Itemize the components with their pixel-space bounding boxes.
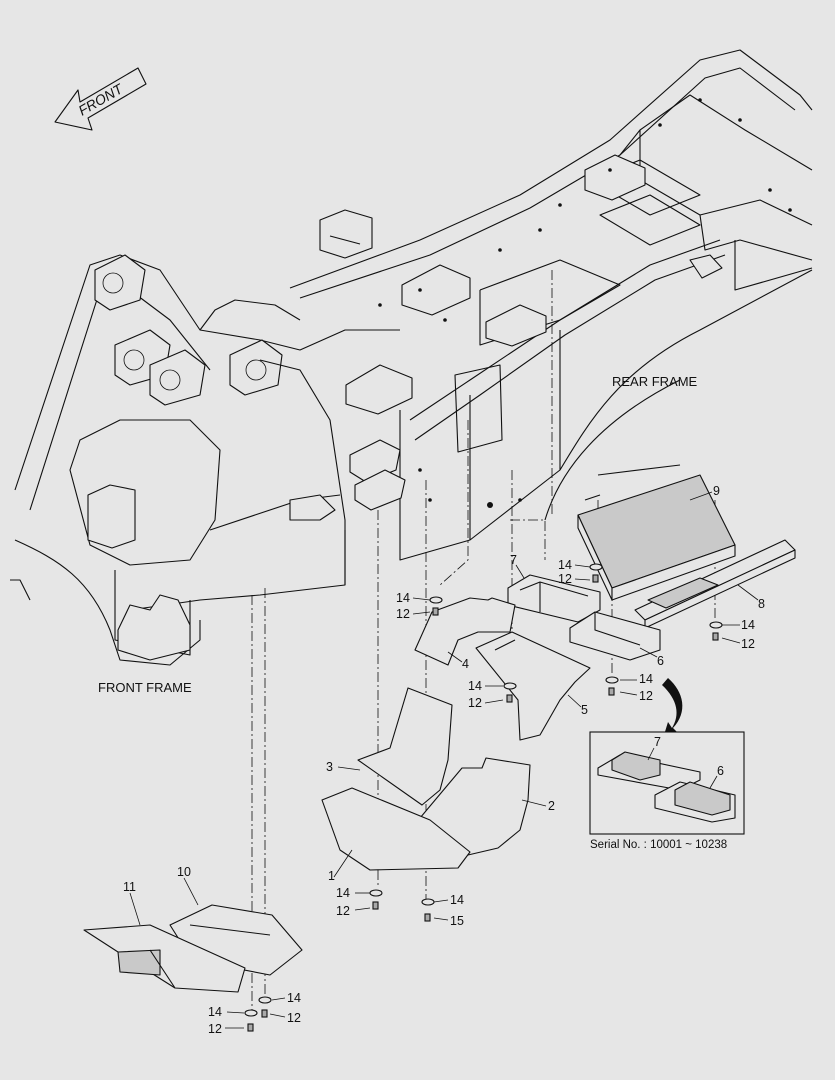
callout-bolt: 12 (558, 572, 572, 586)
part-11-cover (83, 924, 246, 993)
callout-bolt: 12 (741, 637, 755, 651)
callout-part-9: 9 (713, 484, 720, 498)
callout-part-6: 6 (657, 654, 664, 668)
hardware-callouts: 14 12 14 12 14 12 14 12 14 12 14 12 14 1… (208, 558, 755, 1036)
part-8-bracket (634, 539, 796, 629)
callout-part-11: 11 (123, 880, 136, 894)
front-direction-arrow: FRONT (54, 67, 147, 131)
callout-part-7: 7 (510, 553, 517, 567)
callout-bolt-15: 15 (450, 914, 464, 928)
callout-part-10: 10 (177, 865, 191, 879)
part-9-cover (577, 464, 736, 601)
callout-washer: 14 (741, 618, 755, 632)
rear-frame (289, 49, 813, 561)
callout-part-4: 4 (462, 657, 469, 671)
callout-washer: 14 (450, 893, 464, 907)
callout-part-5: 5 (581, 703, 588, 717)
callout-part-8: 8 (758, 597, 765, 611)
front-frame (10, 254, 406, 666)
washer-bolt-h (258, 996, 272, 1018)
callout-part-1: 1 (328, 869, 335, 883)
callout-bolt: 12 (208, 1022, 222, 1036)
washer-bolt-e (503, 682, 517, 703)
washer-bolt-g (421, 898, 435, 922)
serial-number-caption: Serial No. : 10001 ~ 10238 (590, 839, 727, 851)
washer-bolt-d (605, 676, 619, 696)
callout-bolt: 12 (396, 607, 410, 621)
serial-inset: 7 6 (589, 731, 745, 835)
callout-washer: 14 (558, 558, 572, 572)
inset-reference-arrow (662, 678, 683, 735)
callout-washer: 14 (287, 991, 301, 1005)
part-7-plate (507, 574, 601, 623)
callout-washer: 14 (336, 886, 350, 900)
part-6-plate (569, 611, 661, 661)
part-callouts: 1 2 3 4 5 6 7 8 9 10 11 (123, 484, 765, 894)
rear-frame-label: REAR FRAME (612, 374, 698, 389)
inset-callout-7: 7 (654, 735, 661, 749)
washer-bolt-f (369, 889, 383, 910)
callout-bolt: 12 (336, 904, 350, 918)
part-1-panel (321, 787, 471, 871)
callout-washer: 14 (639, 672, 653, 686)
inset-callout-6: 6 (717, 764, 724, 778)
callout-part-2: 2 (548, 799, 555, 813)
callout-part-3: 3 (326, 760, 333, 774)
part-4-panel (414, 597, 516, 666)
callout-washer: 14 (468, 679, 482, 693)
part-3-panel (357, 687, 453, 806)
washer-bolt-c (709, 621, 723, 641)
washer-bolt-i (244, 1009, 258, 1032)
part-5-panel (475, 631, 591, 741)
callout-bolt: 12 (287, 1011, 301, 1025)
leader-lines (129, 491, 759, 1029)
callout-bolt: 12 (468, 696, 482, 710)
callout-washer: 14 (208, 1005, 222, 1019)
callout-bolt: 12 (639, 689, 653, 703)
front-frame-label: FRONT FRAME (98, 680, 192, 695)
callout-washer: 14 (396, 591, 410, 605)
part-2-panel (419, 757, 531, 856)
